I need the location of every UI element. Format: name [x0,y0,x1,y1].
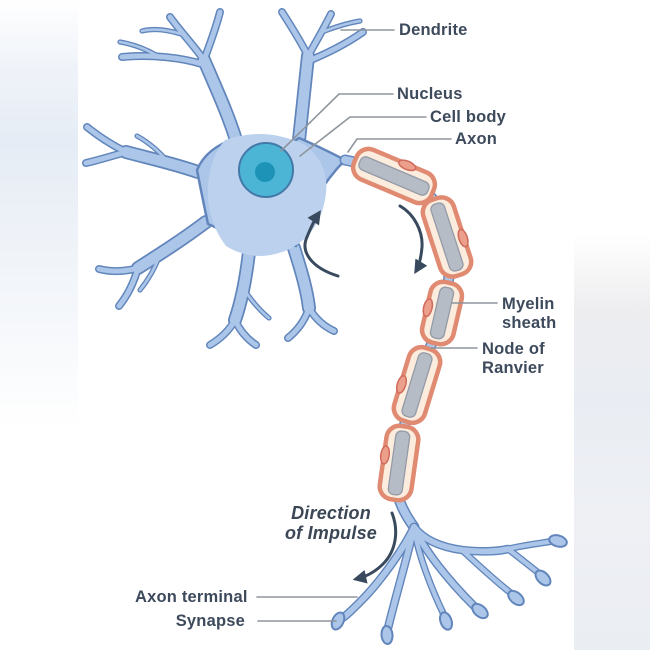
leader-axon [347,138,452,153]
schwann-cell-nucleus [457,228,469,248]
label-direction-line2: of Impulse [284,523,377,543]
leader-cell-body [299,116,427,157]
myelin-segment [420,195,474,279]
myelin-sheath-segments [350,146,474,503]
label-direction-line1: Direction [291,503,371,523]
label-myelin-sheath: Myelin sheath [502,295,556,332]
myelin-segment [391,344,443,426]
synaptic-bulbs [330,534,568,645]
leader-nucleus [280,93,394,152]
label-dendrite: Dendrite [399,21,468,39]
impulse-arrow-soma [303,210,340,278]
label-nucleus: Nucleus [397,85,463,103]
label-cell-body: Cell body [430,108,507,126]
myelin-segment [377,423,421,503]
label-node-of-ranvier: Node of Ranvier [482,340,545,377]
impulse-arrow-terminal [352,511,398,584]
label-direction-of-impulse: Direction of Impulse [266,503,396,543]
myelin-segment [350,146,438,206]
label-node-of-ranvier-line2: Ranvier [482,358,544,377]
label-myelin-sheath-line1: Myelin [502,295,555,313]
impulse-arrow-axon [398,204,428,274]
axon-terminal-branches [330,527,568,645]
schwann-cell-nucleus [395,374,408,394]
synapse-bulb [330,611,346,631]
myelin-segment [419,279,465,347]
label-axon: Axon [455,130,498,148]
schwann-cell-nucleus [379,445,391,465]
label-axon-terminal: Axon terminal [135,588,248,606]
label-synapse: Synapse [175,612,245,630]
nucleolus-shape [255,162,275,182]
schwann-cell-nucleus [422,298,434,318]
label-node-of-ranvier-line1: Node of [482,340,545,358]
schwann-cell-nucleus [398,159,417,172]
label-myelin-sheath-line2: sheath [502,313,557,332]
